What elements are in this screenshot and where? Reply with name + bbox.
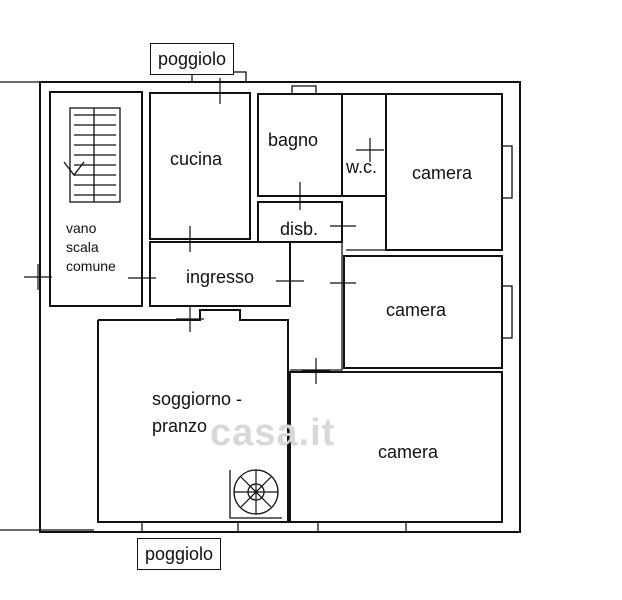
camera-bottom-window [317, 521, 407, 533]
wc-label: w.c. [346, 157, 378, 177]
cucina-label: cucina [170, 149, 223, 169]
camera-bottom-room [289, 371, 503, 523]
camera-top-label: camera [412, 163, 473, 183]
camera-middle-window [501, 285, 513, 339]
spiral-step [240, 476, 272, 508]
ingresso-label: ingresso [186, 267, 255, 287]
wc-room [341, 93, 387, 197]
camera-top-room [385, 93, 503, 251]
camera-top-extension [346, 195, 387, 251]
cucina-room [149, 92, 251, 240]
vano-line-1: vano [66, 220, 97, 236]
vano-scala-room [49, 91, 143, 307]
stair-arrow [63, 161, 85, 177]
soggiorno-line-2: pranzo [152, 416, 208, 436]
camera-middle-room [343, 255, 503, 369]
camera-top-window [501, 145, 513, 199]
poggiolo-top-label: poggiolo [150, 43, 235, 75]
bagno-label: bagno [268, 130, 319, 150]
vano-line-2: scala [66, 239, 99, 255]
stairs-outline [69, 107, 121, 203]
bagno-room [257, 93, 343, 197]
camera-middle-label: camera [386, 300, 447, 320]
watermark-text: casa.it [210, 412, 336, 454]
bottom-balcony-window [141, 521, 239, 533]
spiral-stair-frame [229, 470, 282, 519]
vano-line-3: comune [66, 258, 116, 274]
bagno-window [291, 85, 317, 95]
poggiolo-bottom-label: poggiolo [137, 538, 222, 570]
disb-label: disb. [280, 219, 319, 239]
camera-bottom-label: camera [378, 442, 439, 462]
soggiorno-line-1: soggiorno - [152, 389, 243, 409]
